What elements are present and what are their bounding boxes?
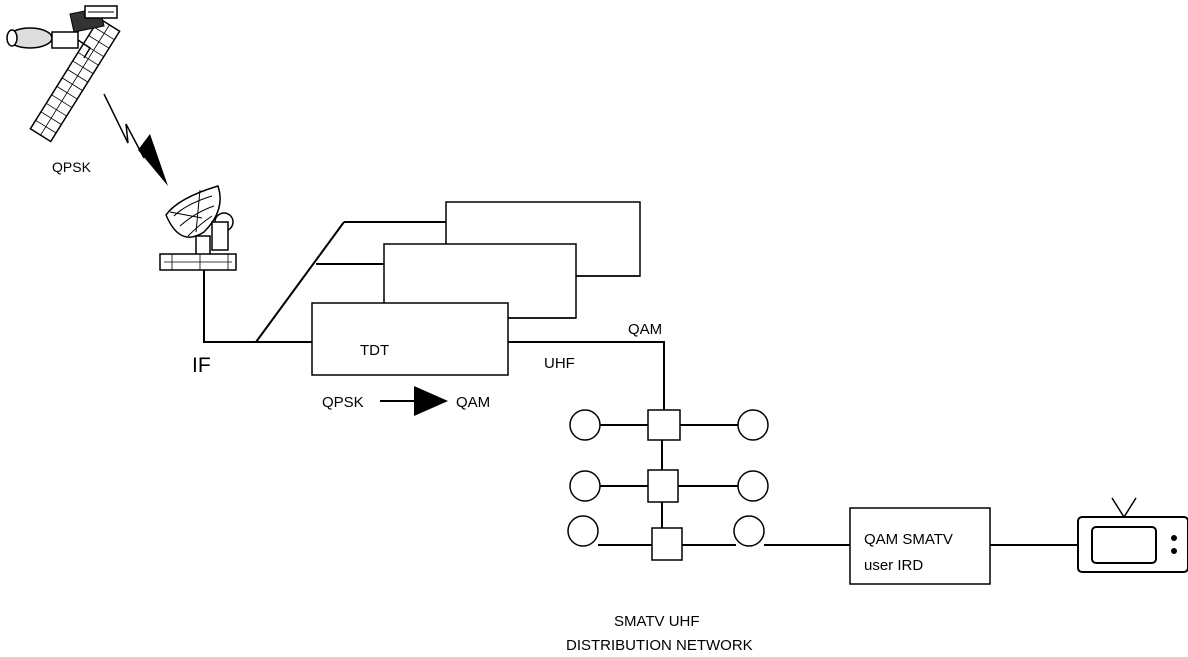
outlet-circle [737, 409, 769, 441]
qpsk-input-label: QPSK [322, 394, 364, 411]
conversion-arrow [380, 386, 448, 416]
tdt-unit-front [311, 302, 509, 376]
splitter-box [647, 409, 681, 441]
television-icon [1077, 497, 1188, 573]
downlink-arrow [103, 93, 168, 186]
qpsk-downlink-label: QPSK [52, 159, 92, 175]
satellite-icon [6, 5, 121, 143]
qam-uhf-output-line [508, 341, 665, 412]
outlet-circle [567, 515, 599, 547]
splitter-box [651, 527, 683, 561]
ird-box [849, 507, 991, 585]
ird-label-line1: QAM SMATV [864, 531, 953, 548]
outlet-circle [733, 515, 765, 547]
outlet-circle [569, 409, 601, 441]
feed-lines [203, 221, 446, 343]
splitter-box [647, 469, 679, 503]
tdt-label: TDT [360, 342, 389, 359]
qam-output-label: QAM [456, 394, 490, 411]
satellite-dish-icon [159, 185, 237, 271]
network-caption-line1: SMATV UHF [614, 613, 700, 630]
network-caption-line2: DISTRIBUTION NETWORK [566, 637, 753, 654]
uhf-line-label: UHF [544, 355, 575, 372]
ird-label-line2: user IRD [864, 557, 923, 574]
qam-line-label: QAM [628, 321, 662, 338]
distribution-network [567, 409, 850, 561]
if-label: IF [192, 354, 211, 377]
outlet-circle [569, 470, 601, 502]
outlet-circle [737, 470, 769, 502]
